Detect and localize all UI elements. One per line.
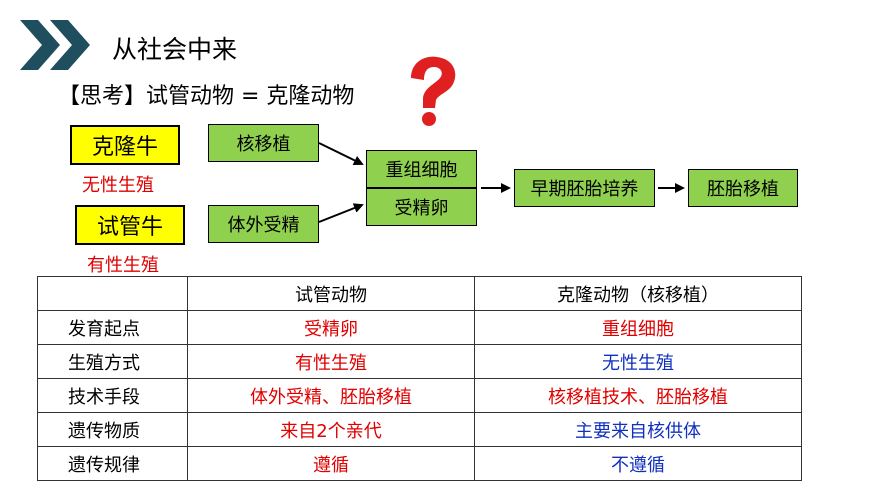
ivf-cell: 遵循: [187, 446, 475, 481]
ivf-cell: 体外受精、胚胎移植: [187, 378, 475, 413]
ivf-cow-type: 有性生殖: [87, 255, 159, 276]
row-label: 遗传物质: [37, 412, 188, 447]
arrow-ivf-to-egg: [318, 203, 364, 223]
table-header-empty: [37, 276, 188, 311]
table-row: 发育起点 受精卵 重组细胞: [37, 310, 802, 345]
clone-cell: 主要来自核供体: [474, 412, 802, 447]
table-header-clone: 克隆动物（核移植）: [474, 276, 802, 311]
comparison-table: 试管动物 克隆动物（核移植） 发育起点 受精卵 重组细胞 生殖方式 有性生殖 无…: [37, 276, 802, 481]
clone-cow-type: 无性生殖: [82, 175, 154, 196]
table-row: 技术手段 体外受精、胚胎移植 核移植技术、胚胎移植: [37, 378, 802, 413]
embryo-transfer-box: 胚胎移植: [688, 169, 798, 207]
ivf-cell: 来自2个亲代: [187, 412, 475, 447]
table-row: 遗传规律 遵循 不遵循: [37, 446, 802, 481]
ivf-cell: 有性生殖: [187, 344, 475, 379]
arrow-nuclear-to-cell: [318, 142, 364, 165]
page-title: 从社会中来: [112, 35, 238, 64]
recombinant-cell-box: 重组细胞: [366, 150, 477, 188]
clone-cell: 无性生殖: [474, 344, 802, 379]
thinking-text: 试管动物 = 克隆动物: [146, 84, 355, 109]
question-mark-icon: [411, 56, 456, 126]
row-label: 遗传规律: [37, 446, 188, 481]
ivf-box: 体外受精: [208, 205, 319, 243]
clone-cow-box: 克隆牛: [70, 125, 180, 165]
table-header-ivf: 试管动物: [187, 276, 475, 311]
table-row: 生殖方式 有性生殖 无性生殖: [37, 344, 802, 379]
double-chevron-icon: [20, 20, 90, 70]
ivf-cell: 受精卵: [187, 310, 475, 345]
row-label: 发育起点: [37, 310, 188, 345]
clone-cell: 重组细胞: [474, 310, 802, 345]
row-label: 技术手段: [37, 378, 188, 413]
table-row: 遗传物质 来自2个亲代 主要来自核供体: [37, 412, 802, 447]
thinking-prefix: 【思考】: [58, 84, 147, 109]
ivf-cow-box: 试管牛: [75, 205, 185, 245]
early-embryo-box: 早期胚胎培养: [514, 169, 655, 207]
fertilized-egg-box: 受精卵: [366, 188, 477, 226]
thinking-question: 【思考】试管动物 = 克隆动物: [58, 78, 354, 110]
clone-cell: 不遵循: [474, 446, 802, 481]
table-header-row: 试管动物 克隆动物（核移植）: [37, 276, 802, 311]
nuclear-transfer-box: 核移植: [208, 124, 319, 162]
row-label: 生殖方式: [37, 344, 188, 379]
clone-cell: 核移植技术、胚胎移植: [474, 378, 802, 413]
